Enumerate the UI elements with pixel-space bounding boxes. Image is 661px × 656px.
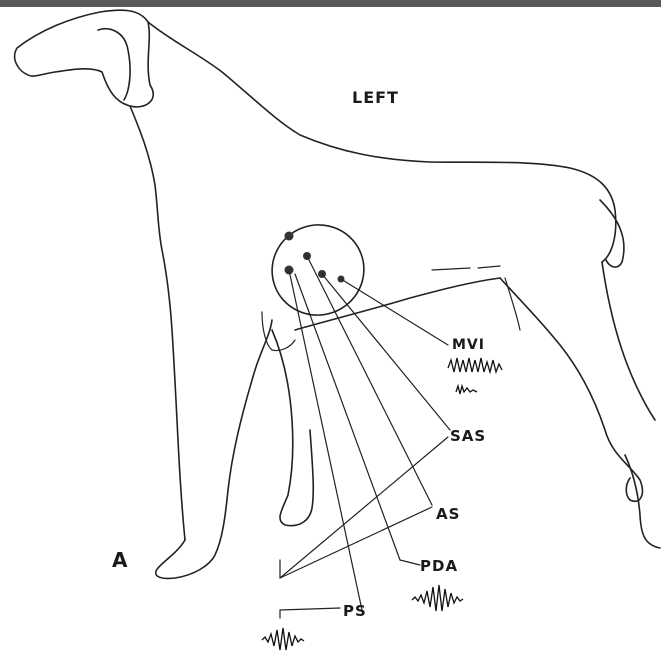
label-sas: SAS [450, 427, 486, 445]
pda-waveform [412, 585, 463, 611]
leader-sas [322, 274, 450, 430]
leader-pda [295, 274, 400, 560]
auscultation-points [285, 232, 345, 283]
bracket-as [280, 507, 432, 578]
dog-front-leg-far [272, 330, 313, 526]
murmur-waveforms [262, 358, 502, 650]
label-as: AS [436, 505, 460, 523]
point-sas [285, 232, 294, 241]
leader-pda-tail [400, 560, 420, 565]
dog-ear [98, 29, 130, 100]
dog-rear-leg-front-edge [602, 262, 655, 420]
ps-waveform [262, 628, 304, 650]
mvi-waveform [448, 358, 502, 372]
ps-connector [280, 608, 340, 610]
dog-hock [625, 455, 660, 548]
label-pda: PDA [420, 557, 458, 575]
dog-rear-leg [500, 278, 642, 501]
dog-belly [295, 278, 500, 330]
leader-as [307, 256, 432, 505]
leader-mvi [341, 279, 448, 345]
label-ps: PS [343, 602, 367, 620]
label-left: LEFT [352, 88, 399, 107]
label-panel-a: A [112, 548, 128, 572]
dog-tail [600, 200, 624, 267]
label-mvi: MVI [452, 337, 485, 353]
dog-back [148, 22, 616, 262]
heart-region [259, 212, 376, 328]
dog-hip-detail [432, 266, 520, 330]
dog-chest [130, 106, 185, 540]
dog-head [15, 10, 154, 107]
mvi-waveform-tail [456, 386, 477, 394]
